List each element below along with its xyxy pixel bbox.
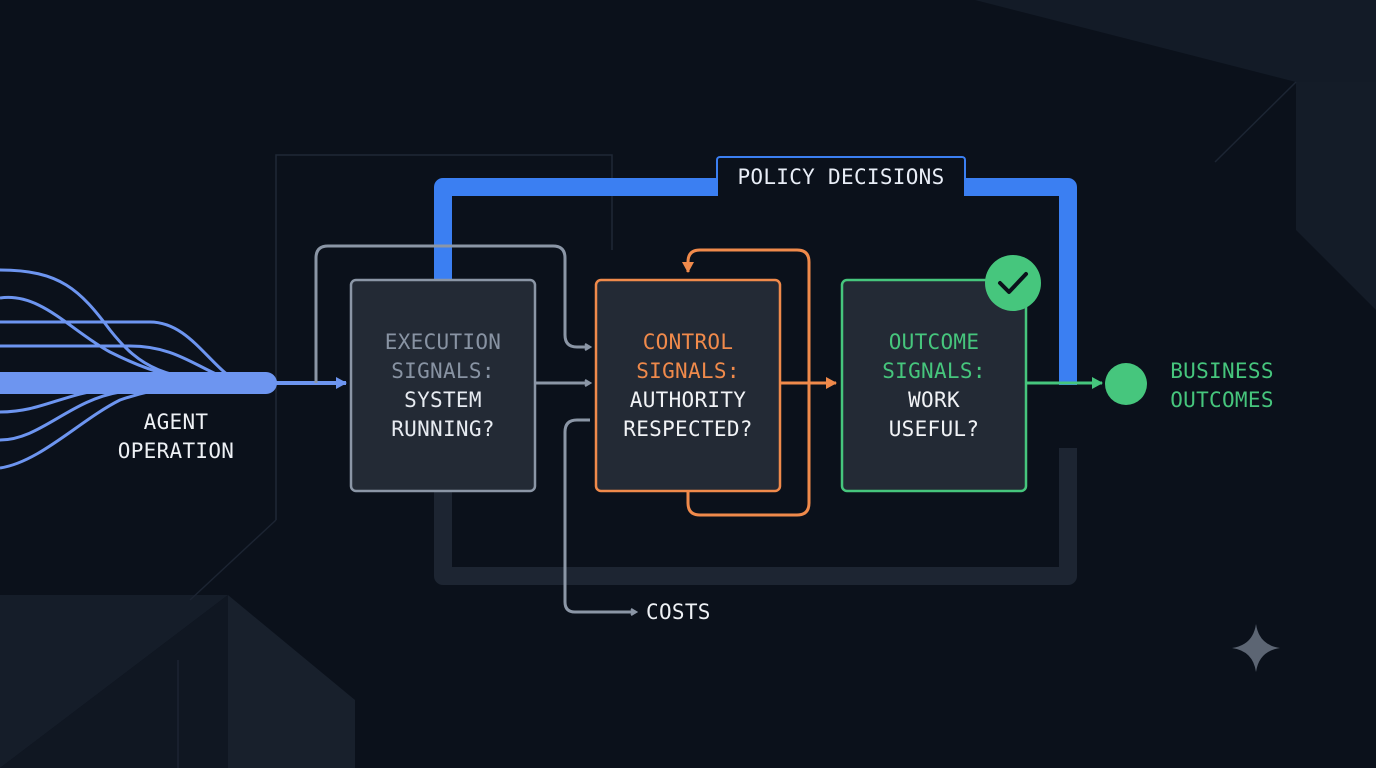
- sparkle-icon: [1232, 624, 1280, 672]
- execution-signals-label: EXECUTION SIGNALS: SYSTEM RUNNING?: [351, 328, 535, 444]
- outcome-signals-box: [840, 278, 1028, 493]
- business-outcomes-label: BUSINESS OUTCOMES: [1152, 357, 1292, 415]
- business-line-2: OUTCOMES: [1170, 388, 1274, 412]
- check-icon: [985, 255, 1041, 311]
- execution-line-2: SIGNALS:: [391, 359, 495, 383]
- control-line-1: CONTROL: [642, 330, 734, 354]
- policy-frame-base: [434, 440, 1077, 585]
- outcome-line-3: WORK: [908, 388, 960, 412]
- execution-line-1: EXECUTION: [384, 330, 502, 354]
- control-line-4: RESPECTED?: [623, 417, 753, 441]
- control-signals-label: CONTROL SIGNALS: AUTHORITY RESPECTED?: [596, 328, 780, 444]
- execution-line-4: RUNNING?: [391, 417, 495, 441]
- outcome-line-1: OUTCOME: [888, 330, 980, 354]
- execution-signals-box: [349, 278, 537, 493]
- costs-label: COSTS: [646, 600, 711, 624]
- policy-decisions-label: POLICY DECISIONS: [716, 156, 966, 196]
- agent-operation-line-1: AGENT: [143, 410, 209, 434]
- outcome-line-2: SIGNALS:: [882, 359, 986, 383]
- control-connectors: [682, 248, 837, 517]
- outcome-line-4: USEFUL?: [888, 417, 980, 441]
- agent-operation-label: AGENT OPERATION: [96, 408, 256, 466]
- control-line-3: AUTHORITY: [629, 388, 747, 412]
- execution-connectors: [314, 244, 636, 612]
- business-outcome-node: [1105, 363, 1147, 405]
- control-signals-box: [594, 278, 782, 493]
- outcome-signals-label: OUTCOME SIGNALS: WORK USEFUL?: [842, 328, 1026, 444]
- agent-operation-line-2: OPERATION: [117, 439, 235, 463]
- business-line-1: BUSINESS: [1170, 359, 1274, 383]
- execution-line-3: SYSTEM: [404, 388, 482, 412]
- control-line-2: SIGNALS:: [636, 359, 740, 383]
